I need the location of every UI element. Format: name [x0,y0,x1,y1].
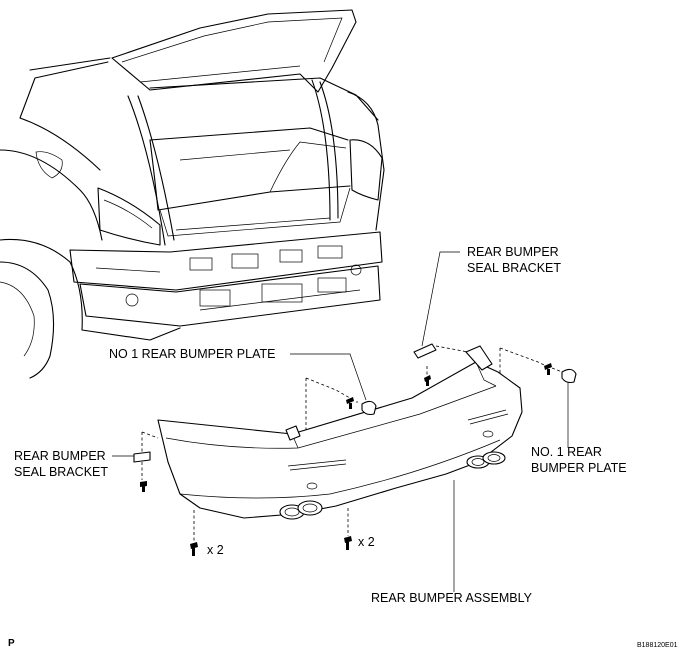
label-seal-bracket-right-line1: REAR BUMPER [467,245,559,259]
bolt-icon [346,397,354,409]
figure-id: B188120E01 [637,642,678,649]
assembly-guide-lines [141,345,563,542]
seal-bracket-right-part [413,343,437,359]
bolt-icon [344,536,352,550]
bolt-icon [544,363,552,375]
no1-bumper-plate-right-part [561,368,577,384]
label-quantity-left: x 2 [207,543,224,557]
label-no1-bumper-plate-right-line1: NO. 1 REAR [531,445,602,459]
label-quantity-middle: x 2 [358,535,375,549]
label-seal-bracket-left-line2: SEAL BRACKET [14,465,108,479]
bolt-icon [140,481,147,492]
rear-bumper-assembly-illustration [157,345,523,520]
label-seal-bracket-right-line2: SEAL BRACKET [467,261,561,275]
bolt-icon [190,542,198,556]
no1-bumper-plate-left-part [361,400,377,416]
bolt-icon [424,375,431,386]
label-seal-bracket-left-line1: REAR BUMPER [14,449,106,463]
car-body-illustration [0,9,385,379]
label-no1-bumper-plate-left: NO 1 REAR BUMPER PLATE [109,347,275,361]
leader-lines [112,251,569,592]
seal-bracket-left-part [133,451,151,463]
label-rear-bumper-assembly: REAR BUMPER ASSEMBLY [371,591,533,605]
page-marker: P [8,638,15,649]
label-no1-bumper-plate-right-line2: BUMPER PLATE [531,461,627,475]
